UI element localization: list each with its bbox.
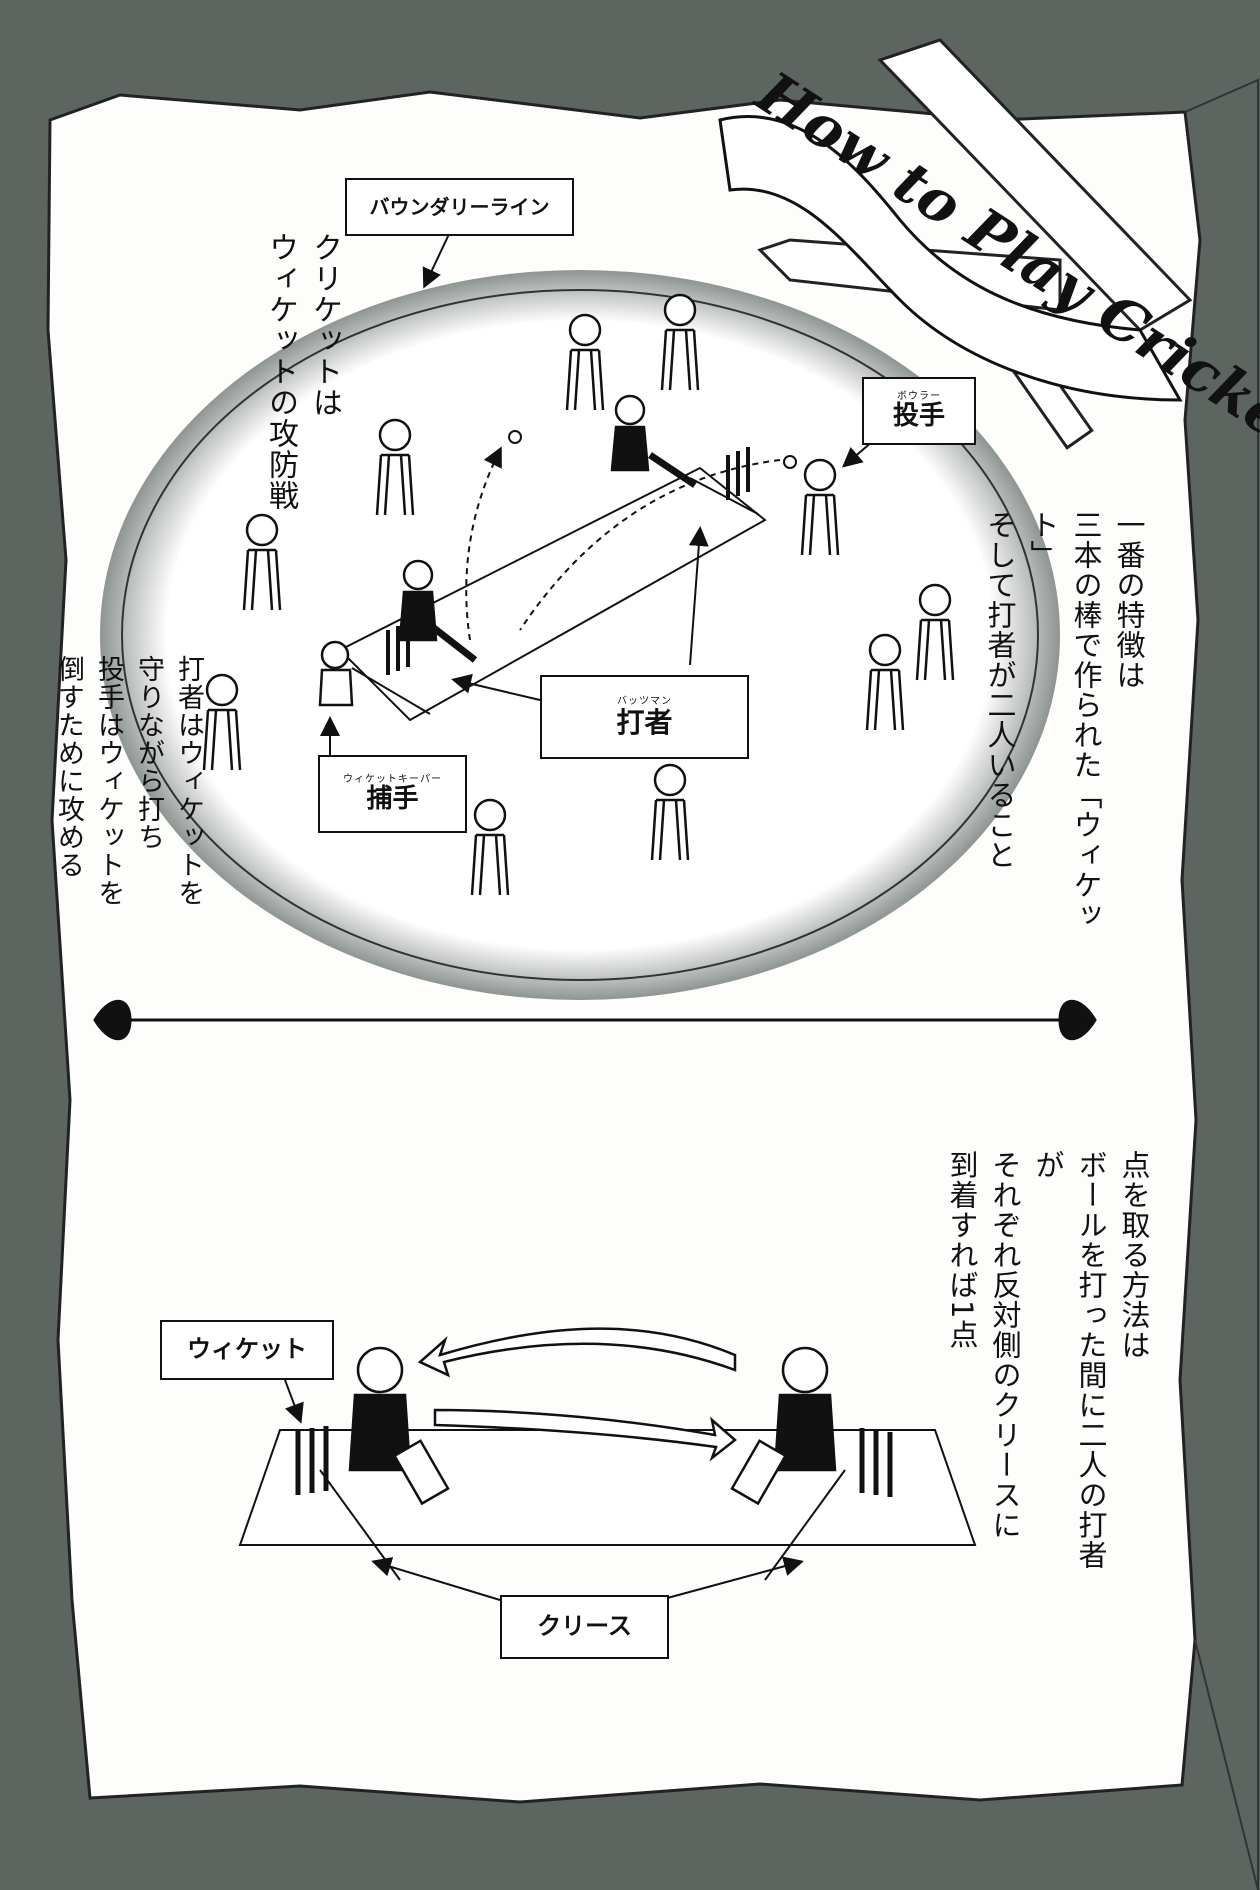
caption-intro: クリケットは ウィケットの攻防戦	[263, 232, 342, 511]
wicket-icon	[295, 1426, 893, 1497]
caption-roles: 打者はウィケットを 守りながら打ち 投手はウィケットを 倒すために攻める	[53, 655, 204, 907]
bowled-ball-path	[519, 459, 781, 631]
pitch	[338, 466, 767, 722]
run-arrows	[417, 1327, 737, 1462]
divider	[93, 999, 1097, 1041]
label-batsman: バッツマン打者	[540, 675, 749, 759]
label-wicket-keeper: ウィケットキーパー捕手	[318, 755, 467, 833]
caption-feature: 一番の特徴は 三本の棒で作られた「ウィケット」 そして打者が二人いること	[983, 510, 1146, 930]
fielders	[202, 293, 955, 896]
batsman-figures	[318, 394, 697, 707]
label-wicket: ウィケット	[160, 1320, 334, 1380]
label-crease: クリース	[500, 1595, 669, 1659]
ribbon	[718, 115, 1183, 402]
ball-icon	[508, 430, 522, 444]
label-boundary-line: バウンダリーライン	[345, 178, 574, 236]
hit-ball-path	[465, 446, 502, 641]
running-batsmen	[348, 1346, 837, 1506]
pitch-side	[238, 1429, 977, 1546]
ball-icon	[783, 455, 797, 469]
label-bowler: ボウラー投手	[862, 377, 976, 445]
caption-scoring: 点を取る方法は ボールを打った間に二人の打者が それぞれ反対側のクリースに 到着…	[945, 1150, 1151, 1570]
